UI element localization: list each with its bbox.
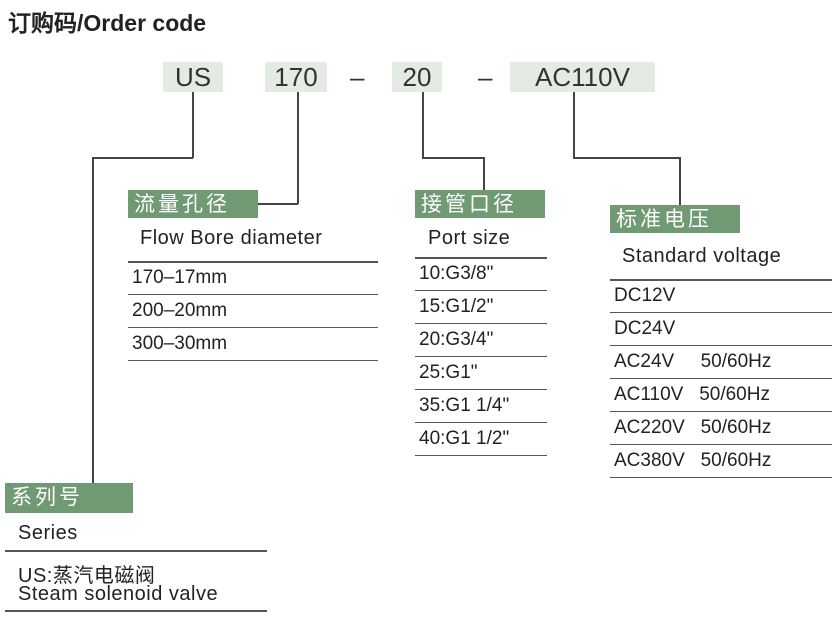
connector-line [679,157,681,205]
flow-header: Flow Bore diameter [140,227,323,249]
voltage-label: 标准电压 [610,205,740,233]
code-series: US [163,62,223,92]
connector-line [422,157,484,159]
series-value-en: Steam solenoid valve [18,583,219,605]
divider [610,279,832,281]
divider [128,261,378,263]
flow-option: 300–30mm [128,328,378,361]
connector-line [297,92,299,204]
flow-option: 200–20mm [128,295,378,328]
flow-option: 170–17mm [128,262,378,295]
code-separator: – [350,62,365,92]
port-option: 10:G3/8" [415,258,547,291]
voltage-option: AC110V 50/60Hz [610,379,832,412]
divider [415,257,547,259]
code-separator: – [478,62,493,92]
code-voltage: AC110V [510,62,655,92]
voltage-option: DC12V [610,280,832,313]
divider [5,610,267,612]
code-bore: 170 [265,62,327,92]
voltage-option: DC24V [610,313,832,346]
page-title: 订购码/Order code [8,10,207,36]
connector-line [92,157,193,159]
connector-line [258,203,298,205]
port-option: 25:G1" [415,357,547,390]
divider [5,550,267,552]
voltage-option: AC220V 50/60Hz [610,412,832,445]
connector-line [422,92,424,158]
port-option: 15:G1/2" [415,291,547,324]
port-option: 35:G1 1/4" [415,390,547,423]
voltage-option: AC380V 50/60Hz [610,445,832,478]
series-label: 系列号 [5,483,133,513]
connector-line [92,157,94,483]
connector-line [573,92,575,158]
port-label: 接管口径 [415,190,545,218]
port-option: 20:G3/4" [415,324,547,357]
voltage-option: AC24V 50/60Hz [610,346,832,379]
code-port: 20 [392,62,442,92]
port-option: 40:G1 1/2" [415,423,547,456]
series-header: Series [18,522,78,544]
voltage-header: Standard voltage [622,245,782,267]
port-options: 10:G3/8"15:G1/2"20:G3/4"25:G1"35:G1 1/4"… [415,258,547,456]
connector-line [483,157,485,190]
connector-line [192,92,194,158]
flow-label: 流量孔径 [128,190,258,218]
series-value-cn: US:蒸汽电磁阀 [18,565,156,587]
connector-line [573,157,680,159]
port-header: Port size [428,227,511,249]
